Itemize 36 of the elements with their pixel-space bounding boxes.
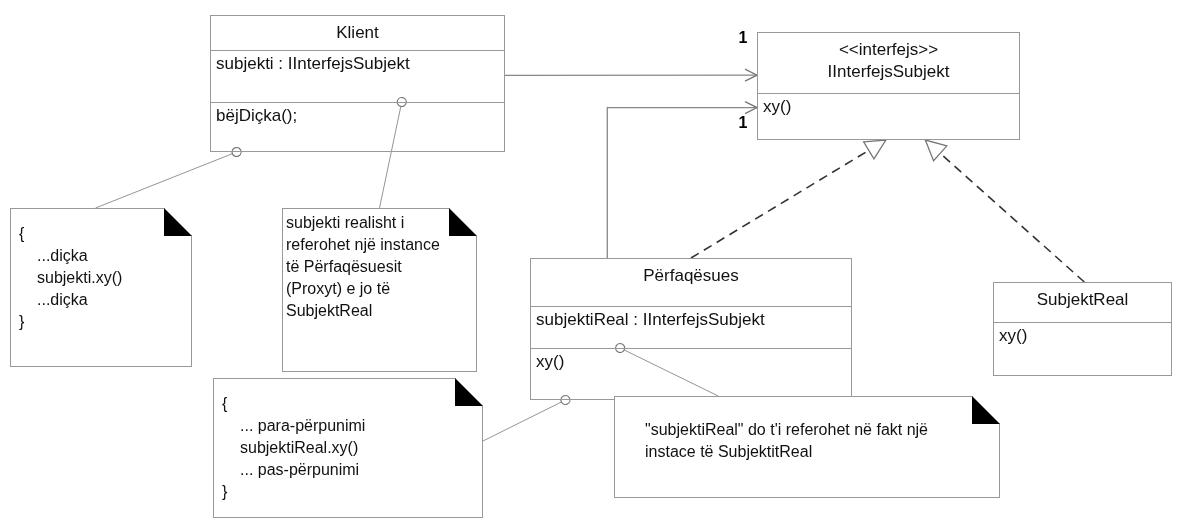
association-arrow bbox=[606, 100, 758, 259]
code-line: subjekti.xy() bbox=[36, 268, 124, 288]
class-name: IInterfejsSubjekt bbox=[827, 61, 950, 83]
method-text: xy() bbox=[763, 97, 792, 116]
class-box bbox=[757, 32, 1020, 140]
code-line: { bbox=[19, 224, 26, 244]
note-text: subjekti realisht i referohet një instance të Përfaqësuesit (Proxyt) e jo të SubjektReal bbox=[286, 213, 441, 321]
code-line: { bbox=[222, 394, 229, 414]
code-line: ... para-përpunimi bbox=[239, 416, 367, 436]
note-card bbox=[282, 208, 477, 372]
code-line: ... pas-përpunimi bbox=[239, 460, 361, 480]
note-card bbox=[614, 396, 1000, 498]
multiplicity-label: 1 bbox=[738, 113, 748, 131]
realization-arrow bbox=[690, 139, 887, 259]
method-text: bëjDiçka(); bbox=[216, 106, 298, 125]
multiplicity-label: 1 bbox=[738, 29, 748, 47]
code-line: subjektiReal.xy() bbox=[239, 438, 360, 458]
note-card bbox=[213, 378, 483, 518]
realization-arrow bbox=[924, 139, 1086, 283]
attribute-text: subjekti : IInterfejsSubjekt bbox=[216, 54, 410, 73]
code-line: ...diçka bbox=[36, 290, 89, 310]
code-line: } bbox=[222, 482, 229, 502]
class-name: Përfaqësues bbox=[643, 265, 739, 287]
class-box bbox=[993, 282, 1172, 376]
note-text: "subjektiReal" do t'i referohet në fakt një instace të SubjektitReal bbox=[645, 420, 929, 462]
method-text: xy() bbox=[999, 326, 1028, 345]
code-line: ...diçka bbox=[36, 246, 89, 266]
class-name: SubjektReal bbox=[1036, 289, 1129, 311]
method-text: xy() bbox=[536, 352, 565, 371]
stereotype-label: <<interfejs>> bbox=[838, 39, 939, 61]
association-arrow bbox=[504, 68, 758, 82]
class-name: Klient bbox=[336, 22, 379, 44]
attribute-text: subjektiReal : IInterfejsSubjekt bbox=[536, 310, 765, 329]
code-line: } bbox=[19, 312, 26, 332]
class-box bbox=[210, 15, 505, 152]
note-card bbox=[10, 208, 192, 367]
